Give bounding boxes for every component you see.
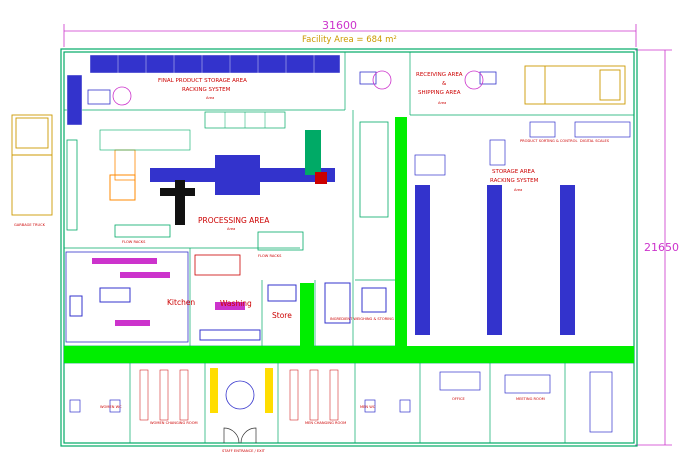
wc-fixtures — [69, 399, 411, 413]
corridor-walls — [64, 117, 634, 363]
storage-area-word: Area — [514, 188, 522, 192]
processing-area-label: PROCESSING AREA — [198, 216, 270, 225]
garbage-truck-icon — [11, 114, 53, 216]
interior-walls — [64, 52, 634, 443]
flow-racks — [66, 121, 389, 251]
processing-area-word: Area — [227, 227, 235, 231]
garbage-truck-label: GARBAGE TRUCK — [14, 223, 46, 227]
women-changing-label: WOMEN CHANGING ROOM — [150, 421, 198, 425]
receiving-label-2: & — [442, 81, 447, 87]
entrance-label: STAFF ENTRANCE / EXIT — [222, 449, 266, 453]
receiving-truck-icon — [524, 65, 626, 105]
entrance-door-icon[interactable] — [223, 427, 257, 444]
ingredient-weighing-label: INGREDIENT WEIGHING & STORING — [330, 317, 394, 321]
facility-area: Facility Area = 684 m² — [302, 35, 397, 45]
men-changing-label: MEN CHANGING ROOM — [305, 421, 346, 425]
final-storage-label-2: RACKING SYSTEM — [182, 87, 231, 93]
final-storage-racks — [66, 54, 341, 126]
processing-line — [99, 111, 335, 225]
digital-scales-label: DIGITAL SCALES — [580, 139, 610, 143]
washing-label: Washing — [220, 299, 252, 308]
flow-racks-label-1: FLOW RACKS — [122, 240, 146, 244]
office-label: OFFICE — [452, 397, 466, 401]
receiving-area-word: Area — [438, 101, 446, 105]
product-sorting-label: PRODUCT SORTING & CONTROL — [520, 139, 577, 143]
storage-label-1: STORAGE AREA — [492, 169, 535, 175]
dimension-lines — [63, 24, 672, 446]
final-storage-area-word: Area — [206, 96, 214, 100]
exterior-walls — [60, 48, 638, 447]
height-dimension: 21650 — [644, 241, 679, 254]
receiving-label-3: SHIPPING AREA — [418, 90, 461, 96]
flow-racks-label-2: FLOW RACKS — [258, 254, 282, 258]
kitchen-equipment — [65, 251, 387, 343]
meeting-room-label: MEETING ROOM — [516, 397, 545, 401]
forklift-icon — [87, 70, 497, 106]
men-wc-label: MEN WC — [360, 405, 376, 409]
final-storage-label-1: FINAL PRODUCT STORAGE AREA — [158, 78, 247, 84]
storage-racks — [415, 185, 575, 335]
women-wc-label: WOMEN WC — [100, 405, 122, 409]
changing-room-lockers — [139, 369, 339, 421]
storage-small-units — [414, 121, 631, 176]
store-label: Store — [272, 311, 292, 320]
width-dimension: 31600 — [322, 19, 357, 32]
kitchen-label: Kitchen — [167, 298, 195, 307]
storage-label-2: RACKING SYSTEM — [490, 178, 539, 184]
receiving-label-1: RECEIVING AREA — [416, 72, 463, 78]
office-furniture — [439, 371, 613, 433]
entrance-corridor — [210, 368, 273, 413]
